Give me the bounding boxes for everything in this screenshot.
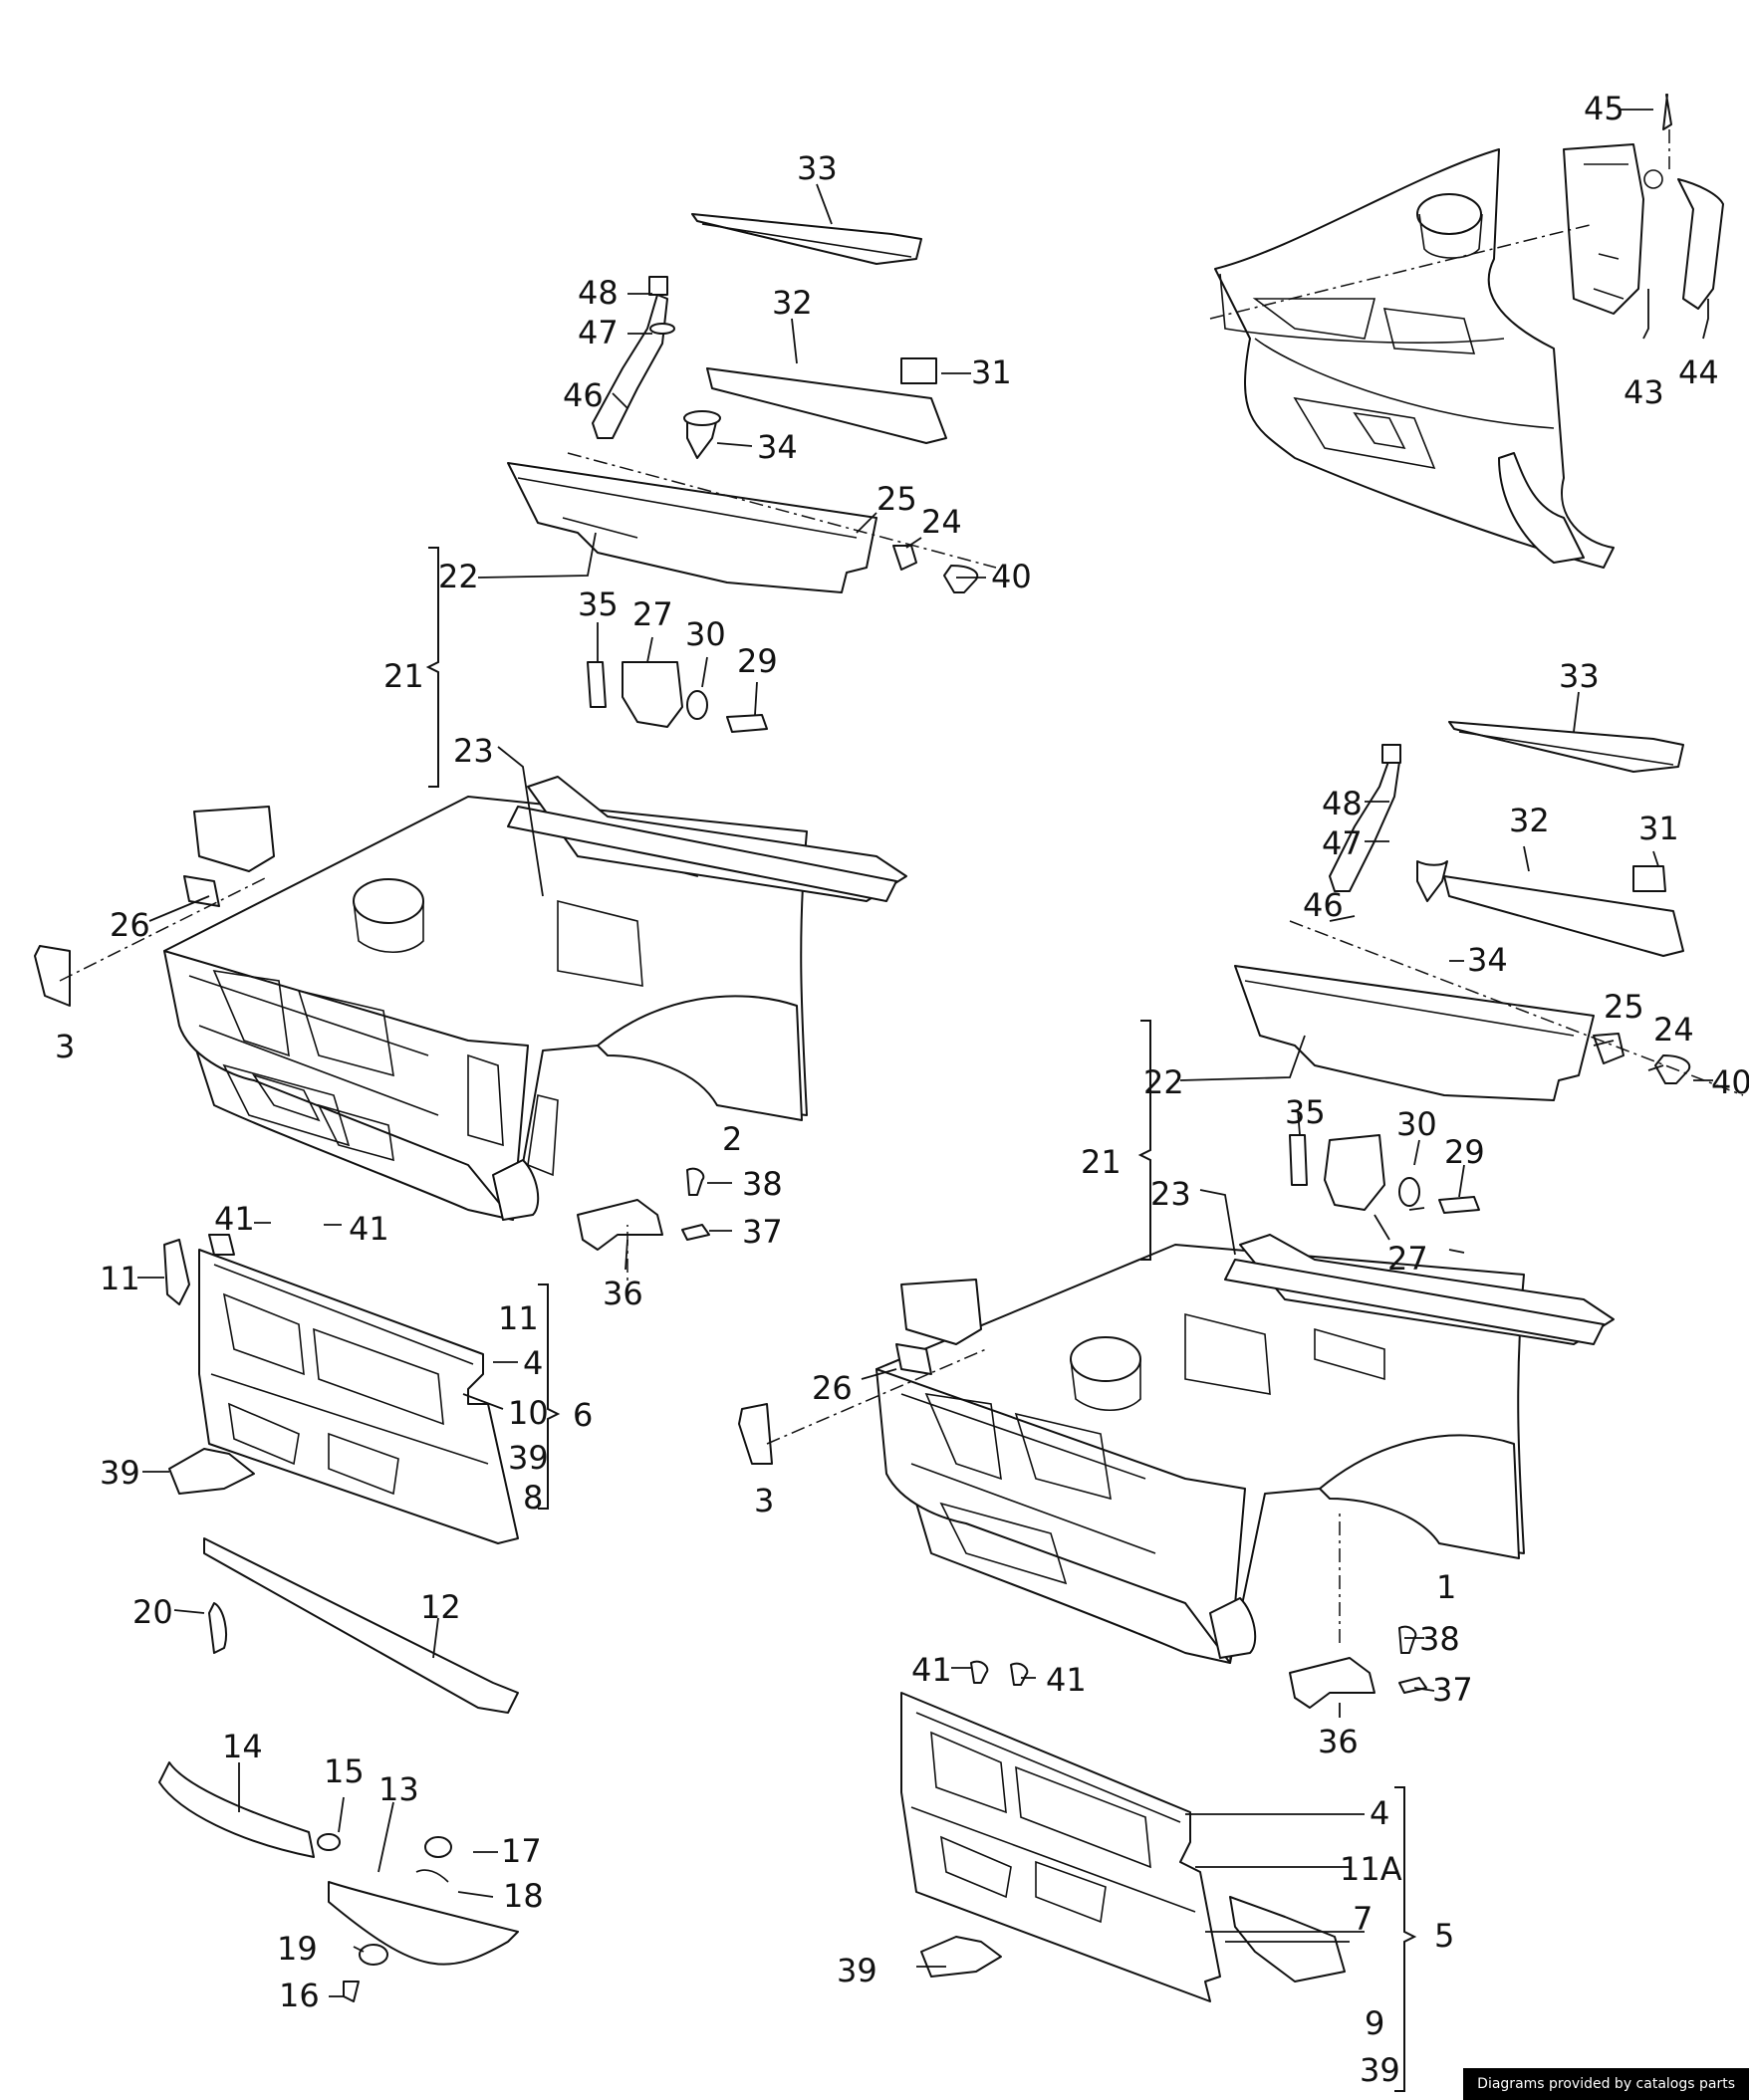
label-17: 17 xyxy=(501,1832,542,1870)
label-32: 32 xyxy=(772,284,813,322)
label-21: 21 xyxy=(383,657,424,695)
label-40: 40 xyxy=(1711,1063,1749,1101)
label-2: 2 xyxy=(722,1120,742,1158)
label-31: 31 xyxy=(971,353,1012,391)
label-22: 22 xyxy=(1143,1063,1184,1101)
label-29: 29 xyxy=(1444,1133,1485,1171)
left-upper-parts xyxy=(34,213,979,1251)
label-11: 11 xyxy=(100,1260,140,1297)
label-48: 48 xyxy=(578,274,619,312)
label-39: 39 xyxy=(100,1454,140,1492)
label-24: 24 xyxy=(921,503,962,541)
label-26: 26 xyxy=(110,906,150,944)
front-body-rear-view xyxy=(1214,94,1724,569)
label-31: 31 xyxy=(1638,810,1679,847)
label-23: 23 xyxy=(1150,1175,1191,1213)
label-10: 10 xyxy=(508,1394,549,1432)
label-27: 27 xyxy=(1387,1240,1428,1278)
label-8: 8 xyxy=(523,1479,543,1517)
label-6: 6 xyxy=(573,1396,593,1434)
label-45: 45 xyxy=(1584,90,1624,127)
label-12: 12 xyxy=(420,1588,461,1626)
label-34: 34 xyxy=(1467,941,1508,979)
label-46: 46 xyxy=(563,376,604,414)
label-34: 34 xyxy=(757,428,798,466)
label-30: 30 xyxy=(1396,1105,1437,1143)
label-24: 24 xyxy=(1653,1011,1694,1049)
label-37: 37 xyxy=(1432,1671,1473,1709)
label-46: 46 xyxy=(1303,886,1344,924)
label-18: 18 xyxy=(503,1877,544,1915)
label-15: 15 xyxy=(324,1752,365,1790)
label-16: 16 xyxy=(279,1977,320,2014)
label-41: 41 xyxy=(349,1210,389,1248)
label-39: 39 xyxy=(837,1952,877,1989)
label-43: 43 xyxy=(1624,373,1664,411)
label-40: 40 xyxy=(991,558,1032,595)
label-3: 3 xyxy=(754,1482,774,1519)
label-41: 41 xyxy=(1046,1661,1087,1699)
label-41: 41 xyxy=(911,1651,952,1689)
label-36: 36 xyxy=(1318,1723,1359,1760)
label-19: 19 xyxy=(277,1930,318,1968)
label-3: 3 xyxy=(55,1028,75,1065)
label-33: 33 xyxy=(1559,657,1600,695)
label-38: 38 xyxy=(1419,1620,1460,1658)
diagram-credit: Diagrams provided by catalogs parts xyxy=(1463,2068,1749,2100)
part-number-labels: 45 33 48 47 32 31 46 34 25 24 40 22 35 2… xyxy=(55,90,1749,2089)
label-35: 35 xyxy=(578,585,619,623)
label-26: 26 xyxy=(812,1369,853,1407)
label-9: 9 xyxy=(1365,2004,1384,2042)
left-lower-parts xyxy=(158,1234,519,2002)
label-14: 14 xyxy=(222,1728,263,1765)
label-4: 4 xyxy=(1370,1794,1389,1832)
label-30: 30 xyxy=(685,615,726,653)
label-13: 13 xyxy=(378,1770,419,1808)
label-25: 25 xyxy=(876,480,917,518)
alignment-lines xyxy=(59,223,1744,1643)
label-39: 39 xyxy=(1360,2051,1400,2089)
label-29: 29 xyxy=(737,642,778,680)
label-47: 47 xyxy=(578,314,619,351)
right-upper-parts xyxy=(738,721,1691,1709)
label-41: 41 xyxy=(214,1200,255,1238)
label-5: 5 xyxy=(1434,1917,1454,1955)
label-48: 48 xyxy=(1322,785,1363,822)
label-11: 11 xyxy=(498,1299,539,1337)
label-27: 27 xyxy=(632,595,673,633)
label-37: 37 xyxy=(742,1213,783,1251)
label-36: 36 xyxy=(603,1275,643,1312)
braces xyxy=(425,547,1417,2092)
label-11A: 11A xyxy=(1340,1850,1402,1888)
label-33: 33 xyxy=(797,149,838,187)
label-23: 23 xyxy=(453,732,494,770)
label-44: 44 xyxy=(1678,353,1719,391)
label-4: 4 xyxy=(523,1344,543,1382)
front-body-assembly-left xyxy=(163,796,808,1221)
label-32: 32 xyxy=(1509,802,1550,839)
label-22: 22 xyxy=(438,558,479,595)
label-38: 38 xyxy=(742,1165,783,1203)
label-7: 7 xyxy=(1353,1900,1373,1938)
label-39: 39 xyxy=(508,1439,549,1477)
label-20: 20 xyxy=(132,1593,173,1631)
leader-lines xyxy=(137,109,1713,1997)
label-25: 25 xyxy=(1604,988,1644,1026)
label-21: 21 xyxy=(1081,1143,1122,1181)
label-1: 1 xyxy=(1436,1568,1456,1606)
front-body-assembly-right xyxy=(875,1244,1525,1664)
label-47: 47 xyxy=(1322,824,1363,862)
right-lower-parts xyxy=(900,1660,1346,2002)
label-35: 35 xyxy=(1285,1093,1326,1131)
